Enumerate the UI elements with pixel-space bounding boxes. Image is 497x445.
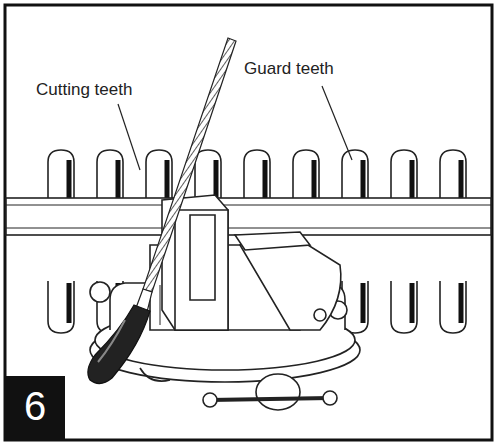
- part-label: Cutting teeth: [36, 80, 166, 100]
- bench-vise: [90, 195, 360, 410]
- step-box: [5, 376, 65, 440]
- part-label: Guard teeth: [244, 59, 374, 79]
- step-number: 6: [5, 383, 65, 429]
- leader-line: [322, 86, 352, 160]
- blade-bar: [6, 198, 491, 235]
- leader-line: [118, 104, 140, 170]
- frame: [5, 5, 492, 440]
- top-teeth: [48, 150, 466, 202]
